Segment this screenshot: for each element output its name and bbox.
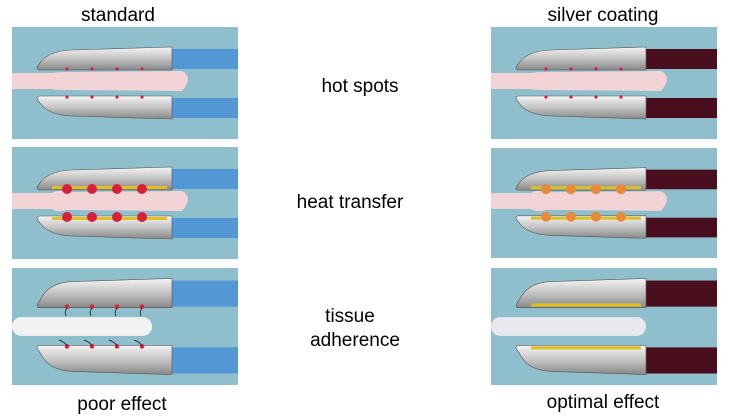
hot-spot — [115, 67, 119, 71]
hot-spot — [569, 95, 573, 99]
adhesion-strand — [114, 307, 118, 317]
tissue — [491, 71, 667, 91]
column-title-silver-coating: silver coating — [547, 5, 659, 26]
adhesion-strand — [64, 307, 68, 317]
hot-spot — [90, 95, 94, 99]
hot-spot — [65, 95, 69, 99]
panel-silver-tissue-adherence — [491, 268, 717, 385]
panel-silver-hot-spots — [491, 27, 717, 139]
jaw-lower — [515, 344, 647, 375]
handle-upper — [646, 169, 717, 190]
jaw-lower — [36, 95, 173, 120]
row-label-tissue: tissue — [325, 306, 375, 327]
handle-upper — [172, 49, 238, 69]
coating-lower — [52, 217, 167, 220]
coating-lower — [531, 346, 641, 350]
hot-spot — [139, 304, 145, 309]
handle-upper — [172, 280, 238, 307]
handle-upper — [172, 169, 238, 189]
hot-spot — [112, 212, 122, 222]
hot-spot — [569, 67, 573, 71]
hot-spot — [90, 67, 94, 71]
row-label-adherence: adherence — [310, 330, 400, 351]
hot-spot — [115, 95, 119, 99]
hot-spot — [616, 184, 626, 195]
panel-standard-hot-spots — [12, 27, 238, 139]
hot-spot — [541, 211, 551, 222]
handle-upper — [646, 49, 717, 69]
handle-lower — [646, 347, 717, 374]
handle-upper — [646, 280, 717, 307]
jaw-upper — [36, 278, 173, 309]
hot-spot — [544, 67, 548, 71]
result-optimal-effect: optimal effect — [546, 392, 660, 413]
jaw-upper — [515, 46, 647, 71]
tissue — [12, 317, 152, 336]
hot-spot — [140, 95, 144, 99]
coating-upper — [531, 303, 641, 307]
jaw-lower — [515, 215, 647, 239]
hot-spot — [140, 67, 144, 71]
row-label-hot-spots: hot spots — [321, 76, 399, 97]
handle-lower — [172, 347, 238, 374]
jaw-lower — [36, 344, 173, 375]
hot-spot — [87, 184, 97, 194]
tissue — [491, 317, 646, 336]
adhesion-strand — [133, 339, 143, 346]
handle-lower — [646, 98, 717, 118]
handle-lower — [172, 98, 238, 118]
tissue — [12, 71, 188, 91]
jaw-upper — [36, 46, 173, 71]
hot-spot — [616, 211, 626, 222]
hot-spot — [89, 344, 95, 349]
hot-spot — [594, 95, 598, 99]
hot-spot — [114, 344, 120, 349]
hot-spot — [619, 95, 623, 99]
hot-spot — [62, 184, 72, 194]
hot-spot — [114, 304, 120, 309]
hot-spot — [89, 304, 95, 309]
hot-spot — [64, 304, 70, 309]
hot-spot — [566, 211, 576, 222]
hot-spot — [594, 67, 598, 71]
tissue — [12, 190, 188, 212]
jaw-lower — [36, 215, 173, 240]
adhesion-strand — [83, 339, 93, 346]
coating-upper — [531, 186, 641, 190]
hot-spot — [137, 212, 147, 222]
hot-spot — [619, 67, 623, 71]
hot-spot — [544, 95, 548, 99]
column-title-standard: standard — [81, 5, 155, 26]
adhesion-strand — [108, 339, 118, 346]
panel-standard-tissue-adherence — [12, 268, 238, 385]
hot-spot — [541, 184, 551, 195]
panel-silver-heat-transfer — [491, 148, 717, 258]
row-label-heat-transfer: heat transfer — [296, 192, 404, 213]
jaw-upper — [36, 166, 173, 191]
panel-standard-heat-transfer — [12, 147, 238, 259]
hot-spot — [62, 212, 72, 222]
handle-lower — [646, 217, 717, 238]
jaw-lower — [515, 95, 647, 120]
coating-lower — [531, 216, 641, 220]
hot-spot — [112, 184, 122, 194]
hot-spot — [65, 67, 69, 71]
hot-spot — [139, 344, 145, 349]
jaw-upper — [515, 278, 647, 309]
hot-spot — [566, 184, 576, 195]
jaw-upper — [515, 167, 647, 191]
hot-spot — [64, 344, 70, 349]
adhesion-strand — [139, 307, 143, 317]
tissue — [491, 190, 667, 212]
hot-spot — [591, 211, 601, 222]
adhesion-strand — [89, 307, 93, 317]
adhesion-strand — [58, 339, 68, 346]
hot-spot — [87, 212, 97, 222]
hot-spot — [591, 184, 601, 195]
hot-spot — [137, 184, 147, 194]
result-poor-effect: poor effect — [77, 394, 167, 415]
handle-lower — [172, 218, 238, 238]
coating-upper — [52, 186, 167, 189]
